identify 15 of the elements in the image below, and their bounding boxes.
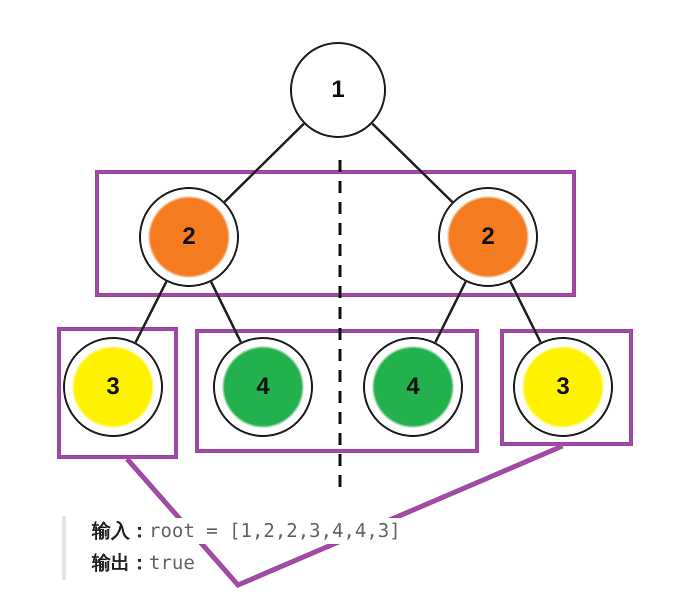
node-value: 3 [556, 373, 570, 401]
highlight-frame [195, 329, 479, 453]
highlight-frame [500, 329, 633, 446]
node-value: 4 [406, 373, 420, 401]
example-text: 输入：root = [1,2,2,3,4,4,3] [90, 518, 403, 544]
node-value: 4 [256, 373, 270, 401]
node-value: 3 [106, 373, 120, 401]
connector-line [134, 281, 168, 343]
highlight-frame [95, 170, 576, 297]
connector-line [224, 122, 305, 203]
connector-line [371, 122, 454, 203]
node-value: 2 [481, 223, 495, 251]
node-value: 1 [331, 76, 345, 104]
node-value: 2 [182, 223, 196, 251]
highlight-frame [57, 327, 178, 459]
